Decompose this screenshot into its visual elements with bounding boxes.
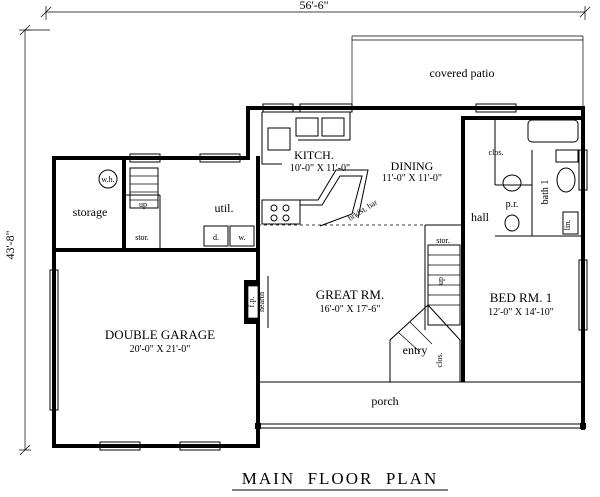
overall-depth-label: 43'-8": [3, 230, 17, 259]
util-stair-up-label: up: [139, 200, 147, 209]
interior-walls: [52, 116, 585, 382]
stair-storage-label: stor.: [436, 236, 450, 245]
bedroom-label: BED RM. 1: [490, 290, 552, 305]
utility-appliances: [98, 167, 255, 247]
main-stair: [389, 244, 461, 382]
utility-label: util.: [214, 201, 233, 215]
bath-fixtures: [502, 119, 579, 235]
bath-label: bath 1: [540, 180, 551, 205]
dining-label: DINING: [391, 159, 434, 173]
overall-width-dimension: 56'-6": [40, 0, 591, 20]
entry-closet-label: clos.: [435, 353, 444, 368]
garage-size: 20'-0" X 21'-0": [130, 344, 191, 355]
bedroom-size: 12'-0" X 14'-10": [488, 307, 554, 318]
kitchen-label: KITCH.: [294, 148, 334, 162]
plan-title: MAIN FLOOR PLAN: [232, 469, 448, 491]
closet-label: clos.: [489, 148, 504, 157]
washer-label: w.: [238, 233, 245, 242]
fireplace: [244, 276, 269, 328]
windows: [49, 103, 588, 451]
overall-width-label: 56'-6": [299, 0, 328, 12]
porch-label: porch: [371, 394, 398, 408]
porch-posts: [255, 423, 586, 429]
powder-room-label: p.r.: [506, 199, 519, 210]
room-labels: KITCH. 10'-0" X 11'-0" DINING 11'-0" X 1…: [73, 148, 572, 408]
fireplace-label: f.p.: [247, 297, 256, 308]
plan-title-text: MAIN FLOOR PLAN: [242, 469, 438, 488]
water-heater-label: w.h.: [101, 175, 114, 184]
garage-label: DOUBLE GARAGE: [105, 327, 215, 342]
kitchen-size: 10'-0" X 11'-0": [290, 163, 350, 174]
util-storage-label: stor.: [135, 233, 149, 242]
dryer-label: d.: [213, 233, 219, 242]
hall-label: hall: [471, 210, 490, 224]
kitchen-counters: [261, 111, 369, 227]
entry-label: entry: [403, 343, 428, 357]
great-room-size: 16'-0" X 17'-6": [320, 304, 381, 315]
storage-label: storage: [73, 205, 108, 219]
covered-patio-label: covered patio: [430, 66, 495, 80]
breakfast-bar-label: brkfst. bar: [346, 197, 379, 222]
linen-label: lin.: [563, 220, 572, 230]
main-stair-up-label: up: [436, 277, 445, 285]
dining-size: 11'-0" X 11'-0": [382, 173, 442, 184]
great-room-label: GREAT RM.: [316, 287, 384, 302]
hearth-label: hearth: [257, 292, 266, 312]
covered-patio: covered patio: [351, 35, 584, 108]
overall-depth-dimension: 43'-8": [3, 24, 50, 456]
